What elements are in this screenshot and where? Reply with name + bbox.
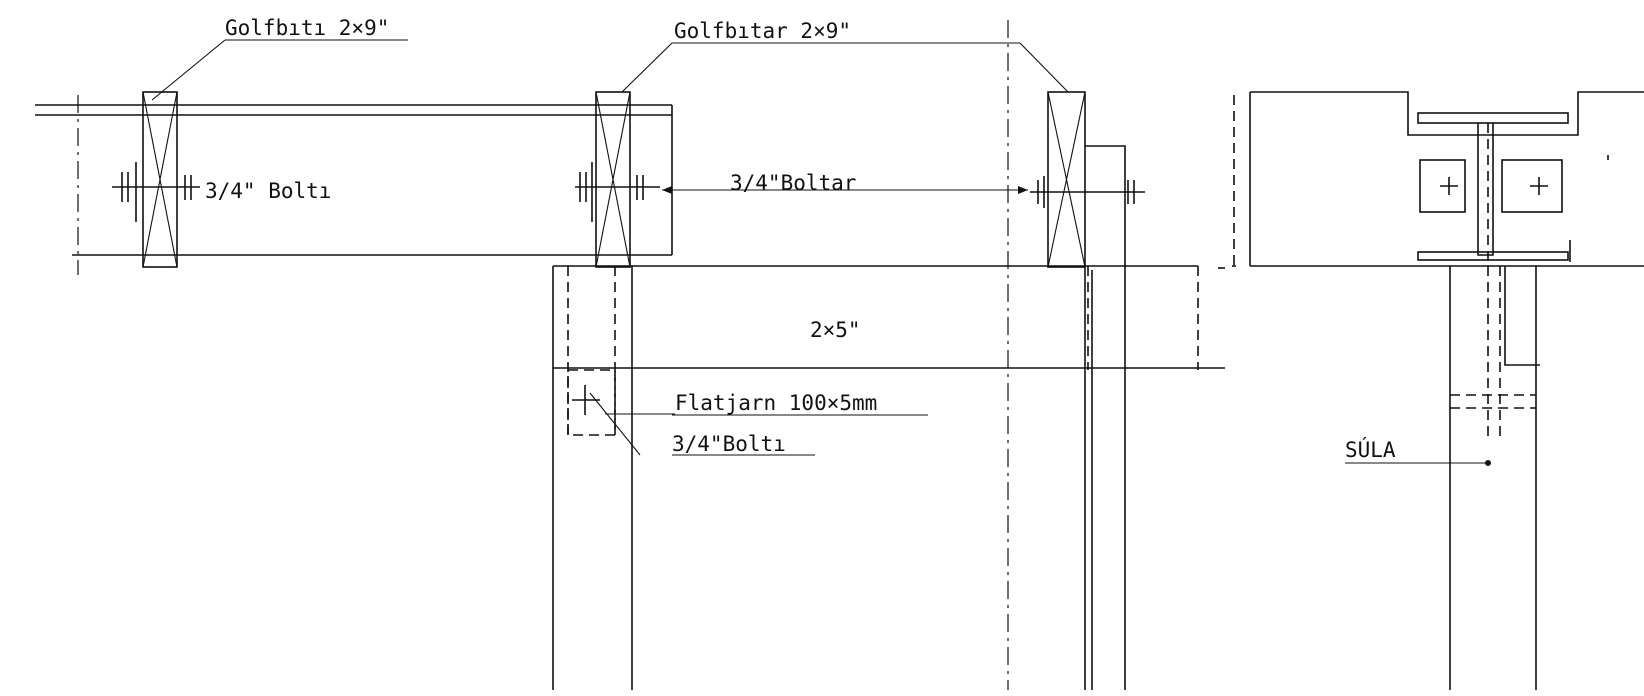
label-golfbiti-left: Golfbıtı 2×9"	[225, 16, 389, 40]
steel-section-detail	[1232, 91, 1644, 690]
label-flatjarn: Flatjarn 100×5mm	[675, 391, 877, 415]
flatjarn-bolt-cross	[572, 385, 675, 456]
callout-leaders	[151, 39, 1069, 456]
label-golfbitar-top: Golfbıtar 2×9"	[674, 19, 851, 43]
post-left	[552, 266, 633, 690]
label-bolti-left: 3/4" Boltı	[205, 179, 331, 203]
label-bolti-lower: 3/4"Boltı	[672, 432, 786, 456]
boltar-leaders	[662, 186, 1028, 194]
post-right	[1084, 266, 1126, 690]
left-horizontal-beam	[35, 95, 673, 275]
label-plank-size: 2×5"	[810, 318, 861, 342]
label-boltar-mid: 3/4"Boltar	[730, 171, 856, 195]
golfbiti-block-left	[142, 91, 178, 268]
label-sula: SÚLA	[1345, 437, 1396, 462]
golfbitar-block-middle	[575, 91, 660, 268]
bolt-symbol-left	[112, 162, 200, 222]
plank-2x5	[553, 265, 1225, 370]
golfbitar-block-right	[1030, 91, 1145, 268]
